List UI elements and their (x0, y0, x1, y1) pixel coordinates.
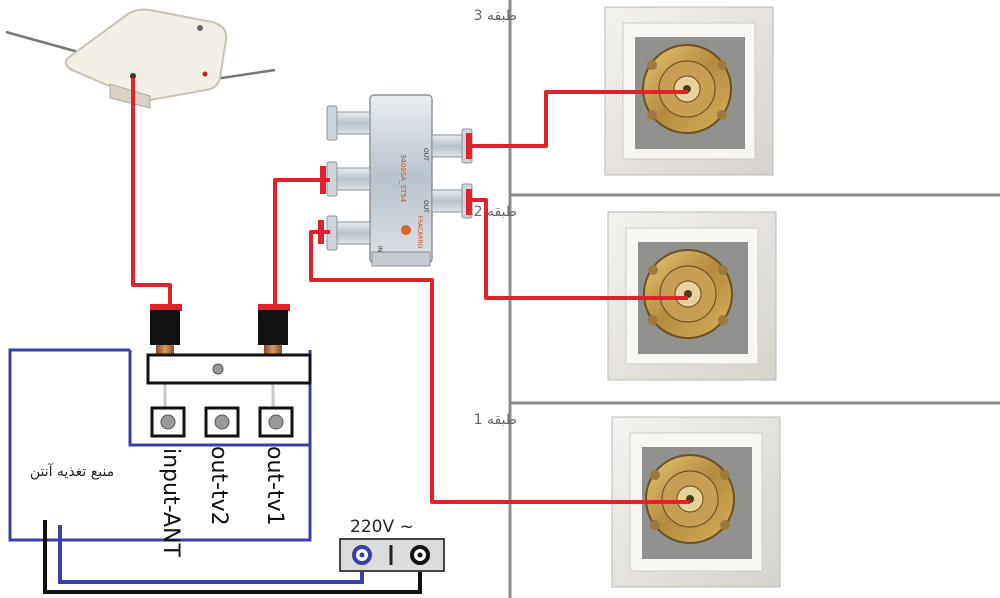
floor-2-label: طبقه 2 (474, 204, 517, 220)
coax-splitter-to-floor-2 (472, 198, 688, 300)
splitter-out-label-bottom: OUT (422, 200, 429, 213)
terminal-out-tv2 (204, 406, 240, 438)
splitter-port-left-middle (326, 161, 371, 197)
splitter-model-text: 3400SA_ST54 (399, 154, 407, 203)
supply-to-mains-wire (58, 525, 364, 584)
splitter-port-left-bottom (326, 215, 371, 251)
coax-out-tv1-to-splitter (273, 178, 330, 312)
mains-black-wire (43, 520, 422, 594)
splitter-port-left-top (326, 105, 371, 141)
terminal-out-tv1 (258, 406, 294, 438)
splitter-logo-icon (401, 225, 411, 235)
coax-antenna-to-input (131, 78, 172, 312)
terminal-label-out-tv2: out-tv2 (206, 446, 231, 526)
floor-1-label: طبقه 1 (474, 412, 517, 428)
power-supply: منبع تغذیه آنتن (8, 348, 364, 584)
terminal-label-input-ant: input-ANT (158, 448, 183, 558)
floor-3-label: طبقه 3 (474, 8, 517, 24)
tv-socket-floor-1 (611, 416, 781, 588)
cable-clamp (146, 353, 312, 385)
coax-splitter-to-floor-1 (309, 230, 690, 504)
antenna (5, 8, 276, 109)
coax-cables (131, 78, 690, 504)
terminal-input-ant (150, 406, 186, 438)
supply-label: منبع تغذیه آنتن (30, 463, 114, 480)
mains-label: 220V ~ (350, 517, 414, 537)
mains-outlet: 220V ~ (339, 517, 445, 572)
splitter-out-label-top: OUT (422, 148, 429, 161)
coax-splitter-to-floor-3 (472, 90, 688, 148)
clamp-screw-icon (212, 363, 224, 375)
supply-outline (8, 348, 312, 542)
terminal-label-out-tv1: out-tv1 (262, 446, 287, 526)
splitter: 3400SA_ST54 FRACARRO OUT OUT IN (326, 94, 473, 267)
splitter-brand-text: FRACARRO (416, 216, 423, 249)
splitter-in-label: IN (376, 246, 383, 252)
